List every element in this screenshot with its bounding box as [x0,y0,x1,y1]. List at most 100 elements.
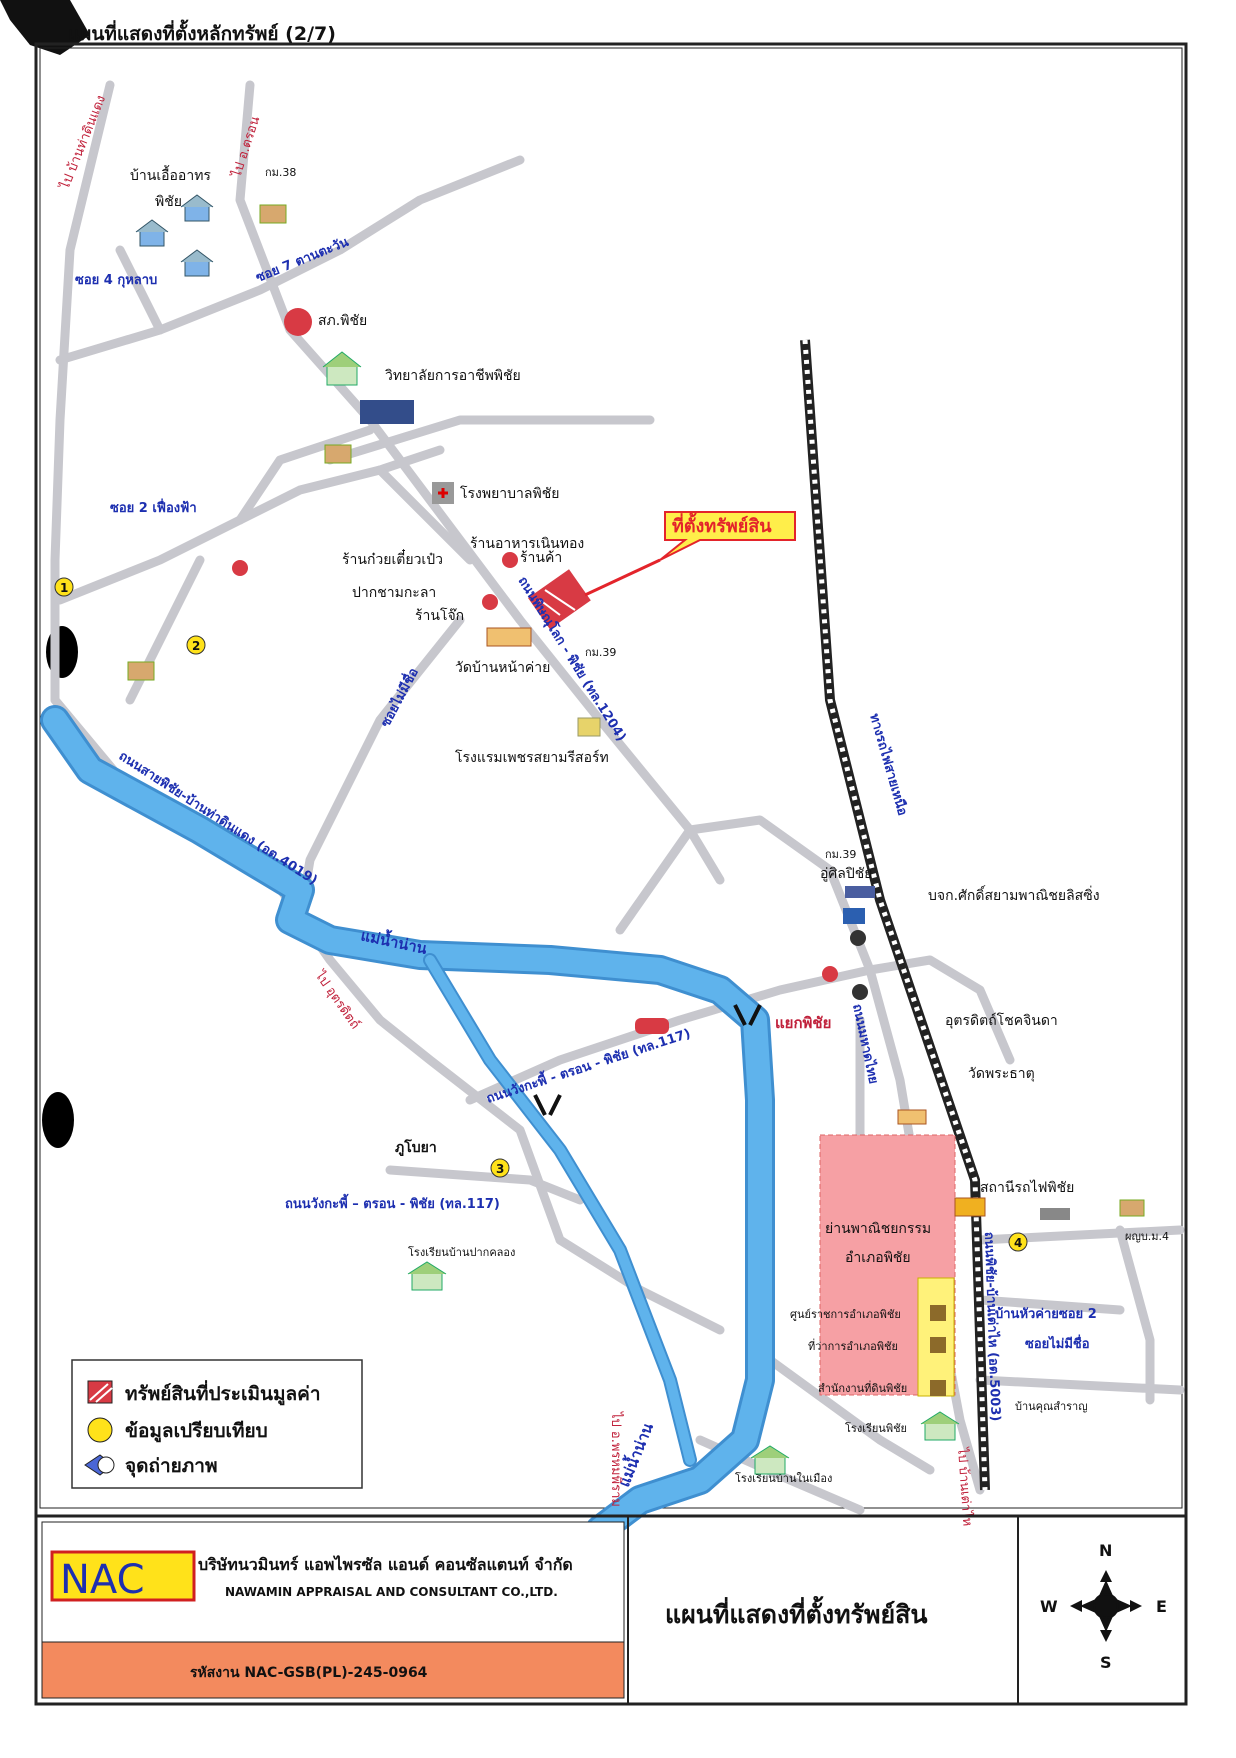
building-icon [1040,1208,1070,1220]
place-commercial-2: อำเภอพิชัย [845,1250,911,1266]
comparable-marker: 3 [490,1158,510,1178]
river-nan [40,705,775,1545]
place-labels: บ้านเอื้ออาทร พิชัย สภ.พิชัย วิทยาลัยการ… [130,165,1169,1485]
shop-icon [259,204,287,224]
map-inner-frame [39,47,1183,1509]
marker-icon [822,966,838,982]
legend-box [71,1359,363,1489]
place-wat-ban-na-khai: วัดบ้านหน้าค่าย [455,660,550,676]
legend: ทรัพย์สินที่ประเมินมูลค่า ข้อมูลเปรียบเท… [71,1359,363,1489]
restaurant-icon [502,552,518,568]
road-117 [465,965,875,1105]
school-icon [750,1445,790,1475]
page-title: แผนที่แสดงที่ตั้งหลักทรัพย์ (2/7) [68,19,336,45]
yellow-circle-icon [87,1417,113,1443]
road-east-c [975,1295,1125,1315]
road-soi2 [55,445,445,605]
direction-uttaradit: ไป อุตรดิตถ์ [311,967,363,1032]
hotel-icon [577,717,601,737]
road-label-117-b: ถนนวังกะพี้ – ตรอน - พิชัย (ทล.117) [285,1193,500,1212]
marker-icon [850,930,866,946]
house-icon [180,249,214,277]
government-icon [930,1305,946,1321]
place-ban-khun: บ้านคุณสำราญ [1015,1400,1088,1413]
direction-phitsanulok: ไป อ.พรหมพิราม [608,1411,624,1507]
place-college: วิทยาลัยการอาชีพพิชัย [385,368,521,384]
road-network [50,80,1185,1515]
house-icon [180,194,214,222]
place-yaek-phichai: แยกพิชัย [775,1014,831,1032]
logo-box [50,1550,196,1602]
road-label-soi7: ซอย 7 ตานตะวัน [254,235,351,286]
school-icon [920,1411,960,1441]
bridge-2 [533,1094,562,1116]
school-icon [407,1261,447,1291]
compass-n: N [1099,1541,1112,1560]
shop-icon [324,444,352,464]
subject-callout: ที่ตั้งทรัพย์สิน [659,511,796,561]
road-branch-1 [375,465,475,565]
restaurant-icon [232,560,248,576]
house-icon [135,219,169,247]
km-markers: กม.38 กม.39 กม.39 [265,166,856,861]
map-icons [127,194,1145,1475]
km-38: กม.38 [265,166,296,179]
legend-item: ทรัพย์สินที่ประเมินมูลค่า [87,1380,321,1406]
place-school-phichai: โรงเรียนพิชัย [845,1421,907,1435]
shop-icon [127,661,155,681]
direction-ban-tao-hai: ไป บ้านเต่าไห [954,1446,976,1527]
yamaha-icon [635,1018,669,1034]
subject-property [528,558,661,630]
place-phu-bo-ya: ภูโบยา [395,1138,437,1156]
place-school-pak-khlong: โรงเรียนบ้านปากคลอง [408,1245,515,1259]
km-39b: กม.39 [825,848,856,861]
place-utharadit: อุตรดิตถ์โชคจินดา [945,1012,1058,1029]
place-ban-uea-2: พิชัย [155,194,182,210]
comparable-markers: 1 2 3 4 [54,577,1028,1252]
logo-text: NAC [60,1557,145,1603]
comparable-label: 1 [60,581,68,595]
road-label-soi-no-name: ซอยไม่มีชื่อ [376,664,422,729]
road-upper-east [325,415,655,465]
comparable-marker: 1 [54,577,74,597]
river-fill [43,708,772,1542]
comparable-marker: 4 [1008,1232,1028,1252]
direction-tron: ไป อ.ตรอน [228,114,263,180]
temple-icon [486,627,532,647]
compass-e: E [1156,1597,1167,1616]
km-39a: กม.39 [585,646,616,659]
road-ban-uea [235,80,725,885]
subject-callout-text: ที่ตั้งทรัพย์สิน [672,512,772,537]
compass-w: W [1040,1597,1058,1616]
road-label-soi4: ซอย 4 กุหลาบ [75,273,157,288]
legend-item: ข้อมูลเปรียบเทียบ [87,1417,268,1443]
hospital-icon [432,482,454,504]
road-lower-3 [765,1355,935,1475]
road-label-railway: ทางรถไฟสายเหนือ [866,711,911,817]
place-ban-uea: บ้านเอื้ออาทร [130,165,211,184]
road-label-no-name-2: ซอยไม่มีชื่อ [1025,1334,1090,1352]
place-village-head: ผญบ.ม.4 [1125,1230,1169,1243]
place-district-office: ที่ว่าการอำเภอพิชัย [808,1338,898,1353]
place-wat-phra-that: วัดพระธาตุ [968,1066,1035,1082]
map-frame [34,42,1188,1706]
place-restaurant: ร้านอาหารเนินทอง [470,536,584,552]
road-label-4019: ถนนสายพิชัย-บ้านท่าดินแดง (อต.4019) [116,748,321,889]
river-branch [425,955,695,1465]
road-ring [615,815,875,975]
road-label-soi2: ซอย 2 เฟื่องฟ้า [110,498,197,516]
place-station: สถานีรถไฟพิชัย [980,1179,1074,1196]
tesco-icon [843,908,865,924]
bridge-1 [733,1004,762,1026]
school-building-icon [360,400,414,424]
place-shop: ร้านค้า [520,550,562,566]
map-title: แผนที่แสดงที่ตั้งทรัพย์สิน [665,1595,927,1629]
train-icon [954,1197,986,1217]
place-pak-cham: ปากชามกะลา [352,585,436,601]
road-west-vertical [50,80,115,705]
place-noodle: ร้านก๋วยเตี๋ยวเป๋ว [342,549,443,568]
place-government-center: ศูนย์ราชการอำเภอพิชัย [790,1308,901,1321]
place-land-office: สำนักงานที่ดินพิชัย [818,1380,907,1395]
footer: NAC บริษัทนวมินทร์ แอพไพรซัล แอนด์ คอนซั… [36,1514,1186,1704]
place-uthai: อู่ศิลปิชัย [820,866,872,882]
